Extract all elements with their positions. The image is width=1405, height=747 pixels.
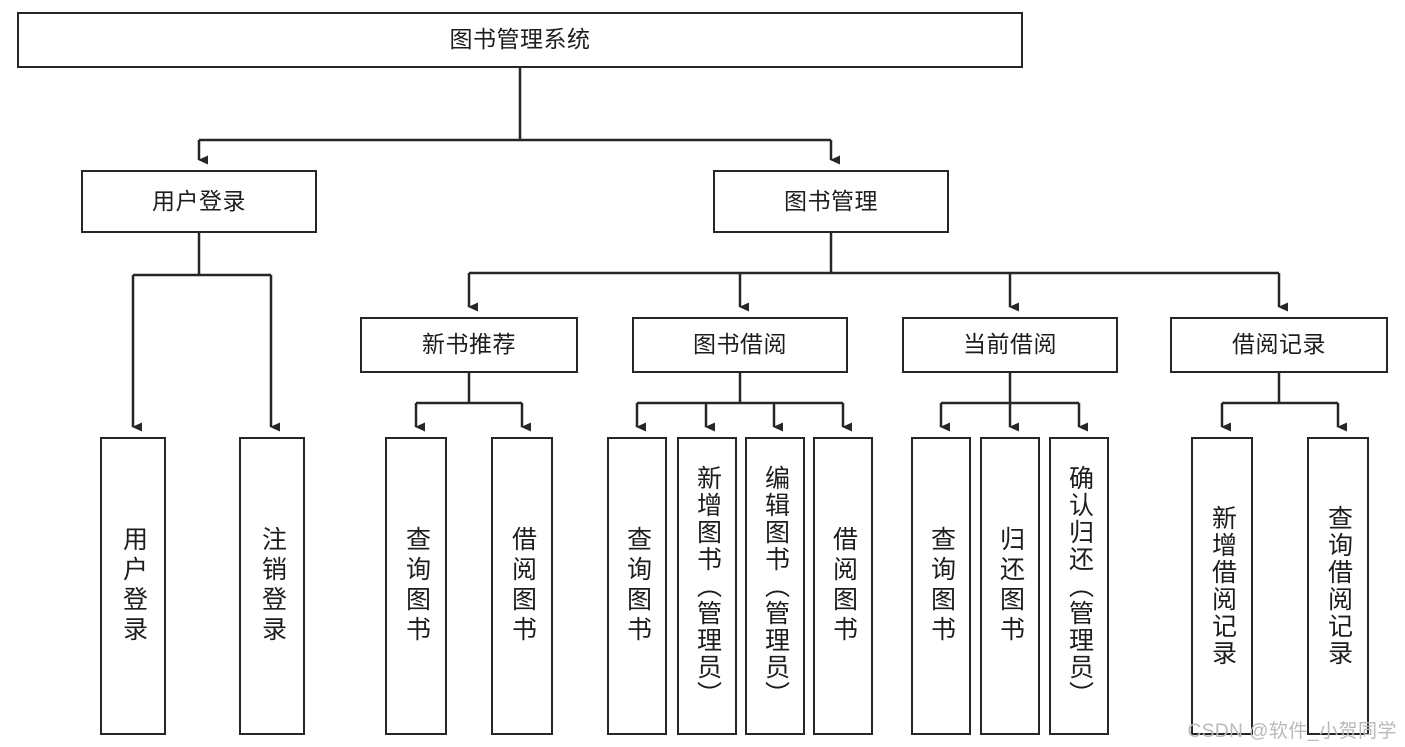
node-root[interactable]: 图书管理系统 <box>17 12 1023 68</box>
node-user-login-label: 用户登录 <box>152 187 246 214</box>
node-borrow-record[interactable]: 借阅记录 <box>1170 317 1388 373</box>
node-new-book-recommend-label: 新书推荐 <box>422 331 516 358</box>
csdn-watermark: CSDN @软件_小贺同学 <box>1187 721 1397 742</box>
node-leaf-user-logout-label: 注销登录 <box>258 526 287 646</box>
node-new-book-recommend[interactable]: 新书推荐 <box>360 317 578 373</box>
node-book-borrow-label: 图书借阅 <box>693 331 787 358</box>
node-leaf-add-record-label: 新增借阅记录 <box>1208 505 1237 667</box>
node-leaf-return-book-label: 归还图书 <box>996 526 1025 646</box>
node-leaf-query-book-1-label: 查询图书 <box>402 526 431 646</box>
node-leaf-edit-book[interactable]: 编辑图书（管理员） <box>745 437 805 735</box>
node-book-manage-label: 图书管理 <box>784 187 878 214</box>
node-leaf-query-record[interactable]: 查询借阅记录 <box>1307 437 1369 735</box>
node-borrow-record-label: 借阅记录 <box>1232 331 1326 358</box>
node-leaf-confirm-return[interactable]: 确认归还（管理员） <box>1049 437 1109 735</box>
node-leaf-return-book[interactable]: 归还图书 <box>980 437 1040 735</box>
node-leaf-user-login[interactable]: 用户登录 <box>100 437 166 735</box>
node-leaf-confirm-return-label: 确认归还（管理员） <box>1065 464 1094 708</box>
node-leaf-borrow-book-1-label: 借阅图书 <box>508 526 537 646</box>
node-leaf-query-book-1[interactable]: 查询图书 <box>385 437 447 735</box>
node-leaf-query-book-3[interactable]: 查询图书 <box>911 437 971 735</box>
node-leaf-edit-book-label: 编辑图书（管理员） <box>761 464 790 708</box>
node-leaf-query-book-3-label: 查询图书 <box>927 526 956 646</box>
node-leaf-borrow-book-2-label: 借阅图书 <box>829 526 858 646</box>
node-user-login[interactable]: 用户登录 <box>81 170 317 233</box>
node-current-borrow-label: 当前借阅 <box>963 331 1057 358</box>
node-book-manage[interactable]: 图书管理 <box>713 170 949 233</box>
node-leaf-borrow-book-1[interactable]: 借阅图书 <box>491 437 553 735</box>
node-leaf-query-book-2-label: 查询图书 <box>623 526 652 646</box>
node-root-label: 图书管理系统 <box>449 26 591 53</box>
node-leaf-add-book[interactable]: 新增图书（管理员） <box>677 437 737 735</box>
node-leaf-user-login-label: 用户登录 <box>119 526 148 646</box>
node-leaf-add-book-label: 新增图书（管理员） <box>693 464 722 708</box>
node-leaf-query-book-2[interactable]: 查询图书 <box>607 437 667 735</box>
node-book-borrow[interactable]: 图书借阅 <box>632 317 848 373</box>
node-leaf-user-logout[interactable]: 注销登录 <box>239 437 305 735</box>
node-leaf-add-record[interactable]: 新增借阅记录 <box>1191 437 1253 735</box>
node-leaf-query-record-label: 查询借阅记录 <box>1324 505 1353 667</box>
node-current-borrow[interactable]: 当前借阅 <box>902 317 1118 373</box>
node-leaf-borrow-book-2[interactable]: 借阅图书 <box>813 437 873 735</box>
